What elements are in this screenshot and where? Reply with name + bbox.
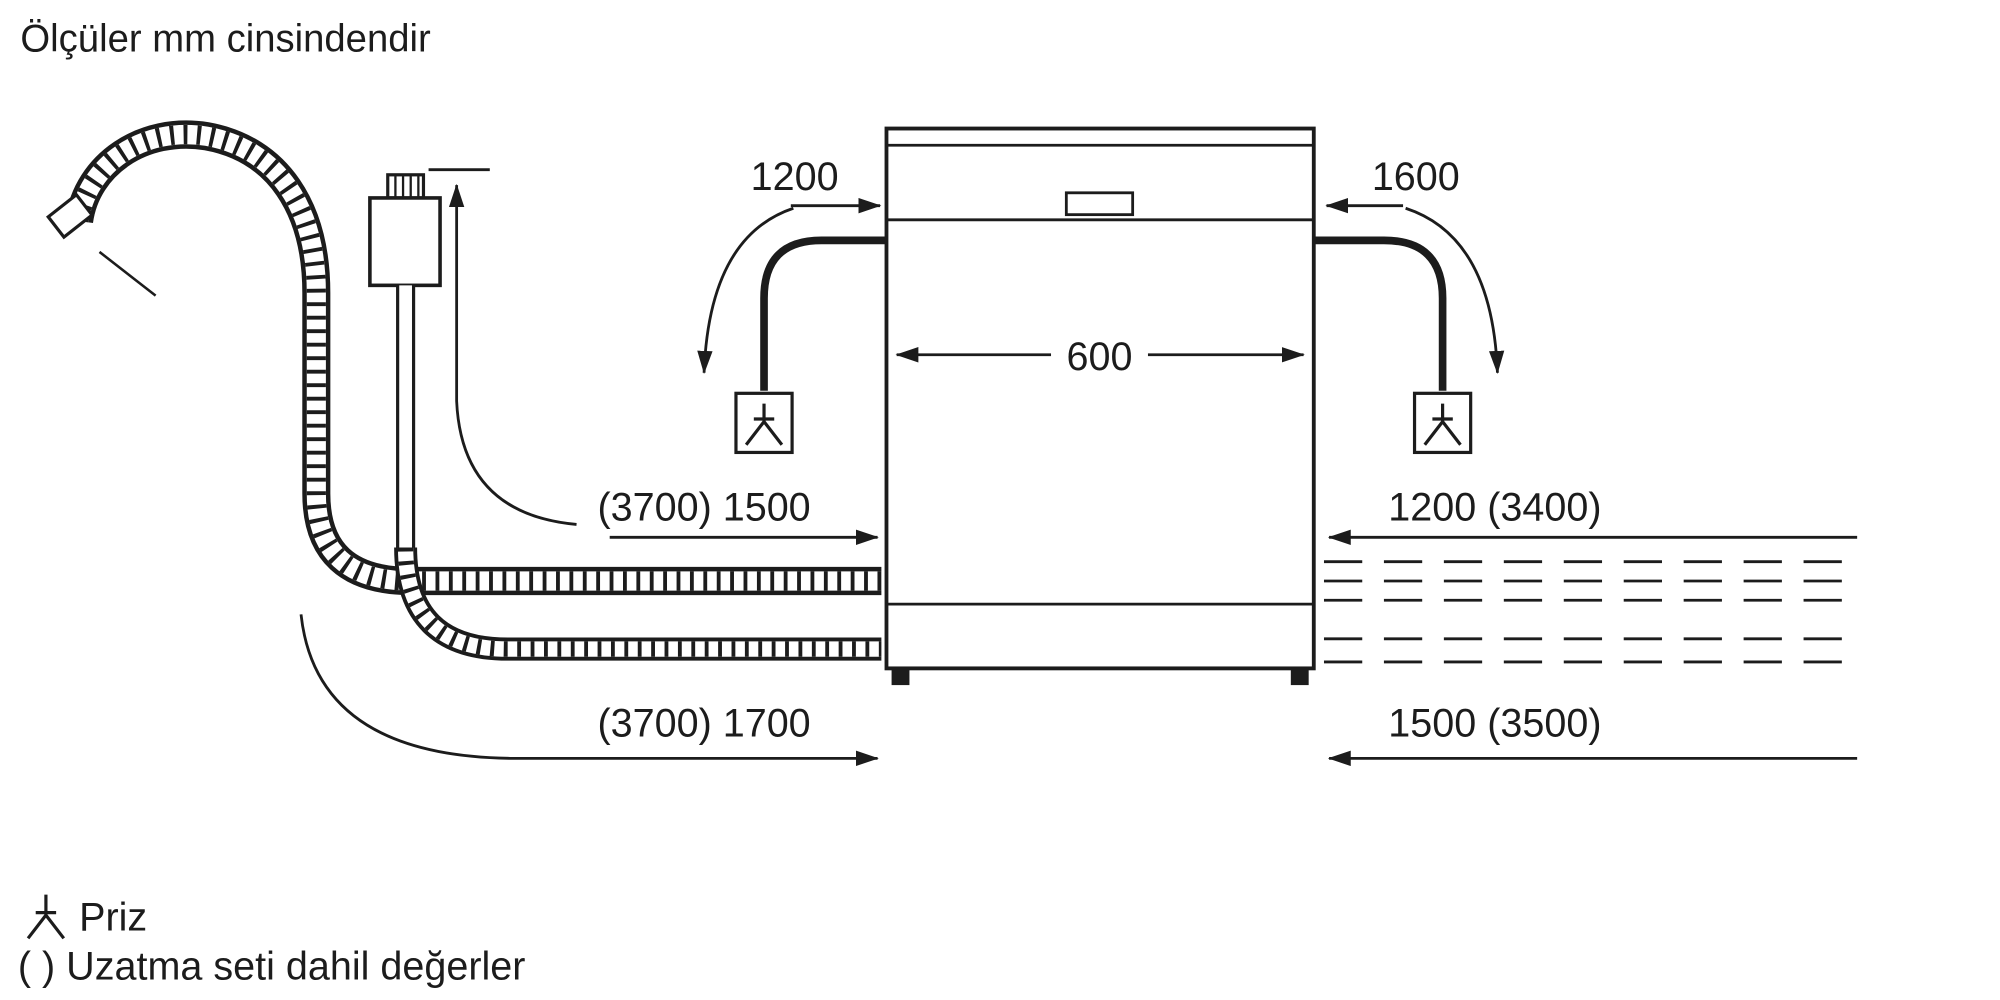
power-cord-left — [760, 236, 887, 391]
socket-legend-label: Priz — [79, 895, 147, 939]
inlet-hose-right-label: 1200 (3400) — [1388, 485, 1601, 529]
legend: Priz ( ) Uzatma seti dahil değerler — [18, 894, 526, 988]
foot-left — [891, 668, 910, 686]
foot-right — [1290, 668, 1309, 686]
power-outlet-left-icon — [734, 391, 794, 455]
drain-hose-right-label: 1500 (3500) — [1388, 701, 1601, 745]
tap-valve-body — [368, 196, 442, 288]
inlet-hose-right-dimension: 1200 (3400) — [1327, 485, 1858, 545]
cord-left-dimension: 1200 — [697, 155, 882, 375]
power-cord-right — [1313, 236, 1447, 391]
drain-hose-corrugated — [45, 120, 882, 596]
power-socket-icon — [26, 894, 66, 940]
drain-hose-end-pointer — [98, 250, 157, 297]
supply-hose — [394, 285, 882, 661]
water-tap-icon — [368, 173, 442, 288]
tap-height-dimension — [428, 168, 577, 526]
width-dimension-label: 600 — [1067, 335, 1133, 379]
drain-hose-left-dimension: (3700) 1500 — [597, 485, 879, 545]
page-title: Ölçüler mm cinsindendir — [20, 17, 431, 60]
drain-hose-left-label: (3700) 1500 — [597, 485, 810, 529]
power-outlet-right-icon — [1412, 391, 1473, 455]
cord-right-dimension: 1600 — [1325, 155, 1505, 375]
drain-hose-end-cap — [45, 192, 95, 240]
cord-left-label: 1200 — [751, 155, 839, 199]
supply-hose-left-label: (3700) 1700 — [597, 701, 810, 745]
dishwasher-handle — [1064, 191, 1135, 217]
drain-hose-right-dimension: 1500 (3500) — [1327, 701, 1858, 767]
extension-hose-dashed-lines — [1323, 560, 1858, 664]
width-dimension: 600 — [895, 335, 1305, 379]
cord-right-label: 1600 — [1372, 155, 1460, 199]
dishwasher-outline — [884, 126, 1316, 686]
extension-note-label: ( ) Uzatma seti dahil değerler — [18, 944, 526, 988]
supply-hose-left-dimension: (3700) 1700 — [299, 614, 879, 767]
